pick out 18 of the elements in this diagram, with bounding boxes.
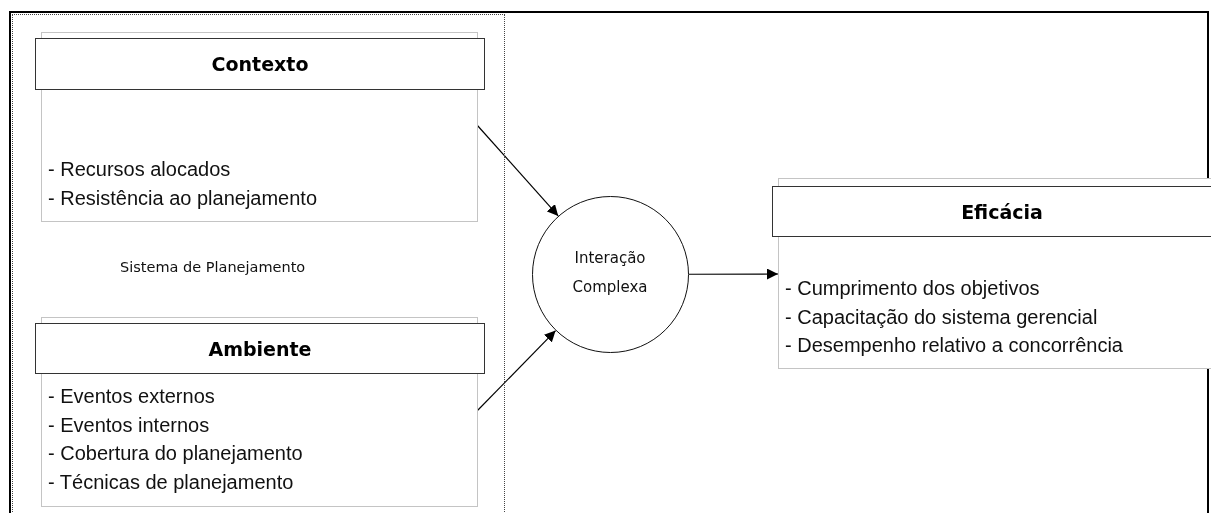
list-item: - Recursos alocados: [48, 157, 231, 182]
region-label: Sistema de Planejamento: [120, 259, 306, 275]
arrow: [476, 330, 557, 412]
dotted-region: [12, 14, 505, 513]
list-item: - Desempenho relativo a concorrência: [785, 333, 1123, 358]
card-header: Contexto: [35, 38, 485, 90]
list-item: - Técnicas de planejamento: [48, 469, 294, 495]
list-item: - Resistência ao planejamento: [48, 185, 318, 211]
card-header: Ambiente: [35, 323, 485, 374]
list-item: - Eventos internos: [48, 412, 210, 438]
arrow: [688, 268, 779, 280]
list-item: - Capacitação do sistema gerencial: [785, 304, 1098, 330]
circle-label: Interação Complexa: [571, 248, 649, 298]
list-item: - Cumprimento dos objetivos: [785, 276, 1040, 301]
card-header: Eficácia: [772, 186, 1211, 237]
arrow: [476, 124, 559, 217]
list-item: - Eventos externos: [48, 384, 215, 409]
list-item: - Cobertura do planejamento: [48, 441, 303, 466]
